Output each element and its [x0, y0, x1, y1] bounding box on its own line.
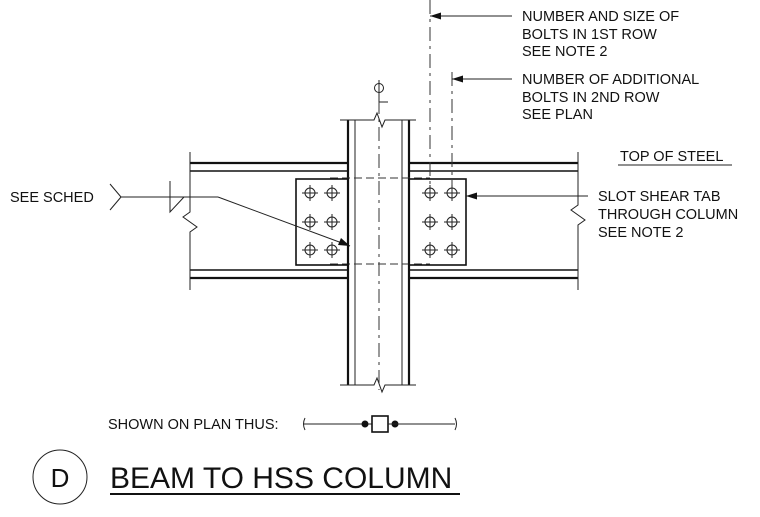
- bolt: [302, 242, 318, 258]
- hss-column: [340, 111, 416, 394]
- plan-legend-symbol: [303, 415, 457, 433]
- shear-tab-leader: [466, 192, 588, 200]
- detail-title: BEAM TO HSS COLUMN: [110, 462, 452, 495]
- shear-tab-note: SLOT SHEAR TAB THROUGH COLUMN SEE NOTE 2: [598, 189, 742, 241]
- left-bolt-group: [302, 185, 340, 258]
- bolt: [302, 214, 318, 230]
- bolt: [324, 214, 340, 230]
- bolts-second-row-note: NUMBER OF ADDITIONAL BOLTS IN 2ND ROW SE…: [522, 72, 703, 123]
- bolt: [444, 242, 460, 258]
- bolt: [444, 214, 460, 230]
- detail-letter: D: [51, 463, 70, 493]
- second-row-leader: [452, 75, 512, 83]
- right-bolt-group: [422, 185, 460, 258]
- bolt: [422, 242, 438, 258]
- bolt: [422, 214, 438, 230]
- first-row-leader: [430, 12, 512, 20]
- right-beam: [409, 152, 586, 290]
- see-sched-label: SEE SCHED: [10, 190, 94, 206]
- bolt: [444, 185, 460, 201]
- bolt: [302, 185, 318, 201]
- bolt: [324, 242, 340, 258]
- centerline-symbol: CL: [374, 80, 388, 103]
- bolt: [324, 185, 340, 201]
- bolts-first-row-note: NUMBER AND SIZE OF BOLTS IN 1ST ROW SEE …: [522, 9, 683, 60]
- plan-legend-label: SHOWN ON PLAN THUS:: [108, 417, 279, 433]
- left-beam: [182, 152, 348, 290]
- weld-symbol: [109, 181, 351, 247]
- top-of-steel-label: TOP OF STEEL: [620, 149, 723, 165]
- bolt: [422, 185, 438, 201]
- detail-tag: D: [32, 449, 88, 505]
- right-shear-tab-plate: [408, 178, 467, 266]
- left-shear-tab-plate: [295, 178, 349, 266]
